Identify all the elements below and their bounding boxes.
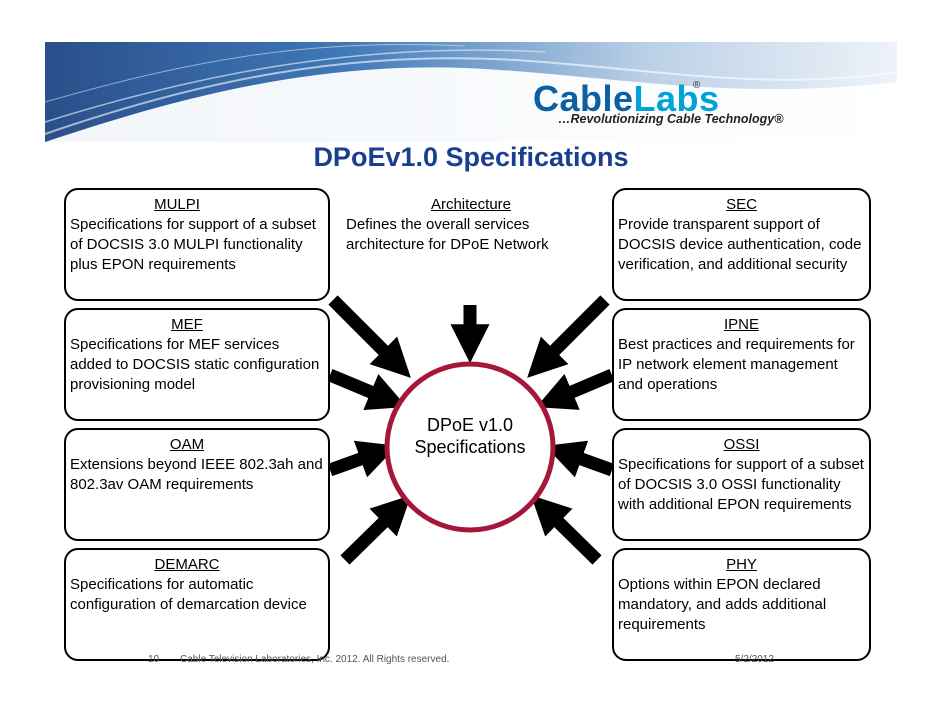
footer-page-number: 10 — [148, 654, 160, 665]
arrow-sec — [527, 295, 610, 378]
box-oam: OAM Extensions beyond IEEE 802.3ah and 8… — [64, 428, 330, 541]
box-text: Defines the overall services architectur… — [346, 216, 549, 253]
arrow-mef — [327, 369, 407, 410]
box-architecture: Architecture Defines the overall service… — [340, 188, 602, 301]
box-heading: OSSI — [723, 436, 760, 453]
box-text: Extensions beyond IEEE 802.3ah and 802.3… — [70, 456, 323, 493]
box-text: Specifications for support of a subset o… — [618, 456, 864, 513]
arrow-demarc — [340, 495, 411, 565]
footer-date: 5/2/2012 — [735, 654, 774, 665]
box-text: Specifications for automatic configurati… — [70, 576, 307, 613]
box-sec: SEC Provide transparent support of DOCSI… — [612, 188, 871, 301]
box-heading: DEMARC — [154, 556, 220, 573]
center-circle — [384, 361, 556, 533]
center-label-line2: Specifications — [414, 437, 526, 457]
box-ipne: IPNE Best practices and requirements for… — [612, 308, 871, 421]
logo-tagline: …Revolutionizing Cable Technology® — [558, 112, 784, 126]
header-swoosh-graphic — [45, 42, 897, 142]
box-demarc: DEMARC Specifications for automatic conf… — [64, 548, 330, 661]
center-label-line1: DPoE v1.0 — [426, 415, 514, 435]
box-heading: MULPI — [154, 196, 200, 213]
box-text: Specifications for MEF services added to… — [70, 336, 320, 393]
slide-title: DPoEv1.0 Specifications — [313, 142, 629, 172]
box-text: Options within EPON declared mandatory, … — [618, 576, 827, 633]
box-text: Best practices and requirements for IP n… — [618, 336, 855, 393]
box-heading: Architecture — [430, 196, 512, 213]
box-heading: PHY — [726, 556, 757, 573]
arrow-mulpi — [328, 295, 411, 378]
arrow-ipne — [536, 369, 615, 410]
box-heading: IPNE — [723, 316, 759, 333]
arrow-oam — [327, 440, 398, 478]
box-text: Specifications for support of a subset o… — [70, 216, 316, 273]
footer-copyright: Cable Television Laboratories, Inc. 2012… — [180, 654, 450, 665]
logo-wordmark: CableLabs — [533, 78, 720, 119]
center-label: DPoE v1.0 Specifications — [400, 414, 540, 458]
box-heading: SEC — [726, 196, 757, 213]
box-text: Provide transparent support of DOCSIS de… — [618, 216, 862, 273]
arrow-phy — [531, 495, 602, 565]
box-mulpi: MULPI Specifications for support of a su… — [64, 188, 330, 301]
arrow-ossi — [544, 440, 615, 478]
box-heading: MEF — [171, 316, 203, 333]
box-mef: MEF Specifications for MEF services adde… — [64, 308, 330, 421]
box-heading: OAM — [169, 436, 205, 453]
box-ossi: OSSI Specifications for support of a sub… — [612, 428, 871, 541]
box-phy: PHY Options within EPON declared mandato… — [612, 548, 871, 661]
logo-registered-mark: ® — [693, 80, 701, 91]
